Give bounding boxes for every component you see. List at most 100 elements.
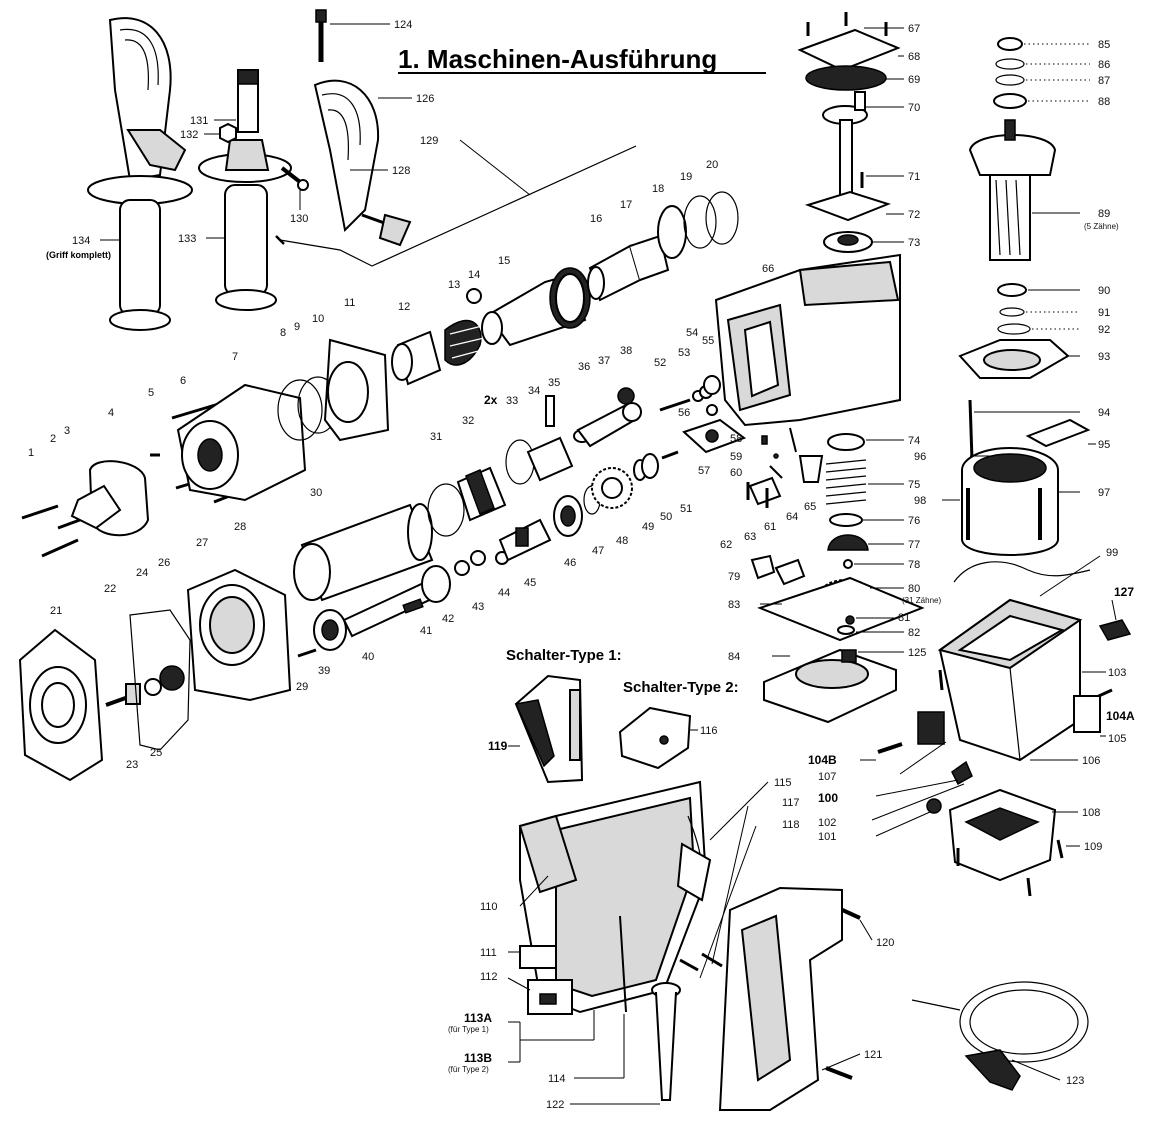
part-label-92: 92 bbox=[1098, 324, 1110, 336]
part-note-113B: (für Type 2) bbox=[448, 1065, 489, 1074]
part-label-63: 63 bbox=[744, 531, 756, 543]
part-label-128: 128 bbox=[392, 165, 410, 177]
part-label-30: 30 bbox=[310, 487, 322, 499]
part-label-39: 39 bbox=[318, 665, 330, 677]
switch-parts: Schalter-Type 1: Schalter-Type 2: bbox=[506, 647, 739, 784]
part-label-4: 4 bbox=[108, 407, 114, 419]
part-label-85: 85 bbox=[1098, 39, 1110, 51]
center-housing bbox=[659, 253, 901, 508]
part-label-41: 41 bbox=[420, 625, 432, 637]
part-label-98: 98 bbox=[914, 495, 926, 507]
part-label-113A: 113A bbox=[464, 1011, 492, 1025]
part-label-90: 90 bbox=[1098, 285, 1110, 297]
part-note-89: (5 Zähne) bbox=[1084, 222, 1119, 231]
part-note-80: (31 Zähne) bbox=[902, 596, 941, 605]
part-label-101: 101 bbox=[818, 831, 836, 843]
part-label-116: 116 bbox=[700, 725, 718, 737]
part-label-49: 49 bbox=[642, 521, 654, 533]
part-label-76: 76 bbox=[908, 515, 920, 527]
part-label-54: 54 bbox=[686, 327, 698, 339]
part-label-115: 115 bbox=[774, 777, 792, 789]
switch-type-2-heading: Schalter-Type 2: bbox=[623, 679, 739, 696]
part-note-134: (Griff komplett) bbox=[46, 250, 111, 260]
part-label-36: 36 bbox=[578, 361, 590, 373]
rear-handle-and-cable bbox=[518, 780, 1089, 1111]
part-label-80: 80 bbox=[908, 583, 920, 595]
part-label-111: 111 bbox=[480, 947, 497, 959]
part-label-107: 107 bbox=[818, 771, 836, 783]
part-label-96: 96 bbox=[914, 451, 926, 463]
part-label-119: 119 bbox=[488, 739, 508, 753]
part-label-56: 56 bbox=[678, 407, 690, 419]
part-label-126: 126 bbox=[416, 93, 434, 105]
part-label-33-qty: 2x bbox=[484, 393, 498, 407]
part-label-112: 112 bbox=[480, 971, 498, 983]
part-label-9: 9 bbox=[294, 321, 300, 333]
part-label-20: 20 bbox=[706, 159, 718, 171]
part-label-70: 70 bbox=[908, 102, 920, 114]
part-label-65: 65 bbox=[804, 501, 816, 513]
part-label-16: 16 bbox=[590, 213, 602, 225]
intermediate-shaft-stack bbox=[750, 12, 925, 724]
part-label-81: 81 bbox=[898, 612, 910, 624]
part-label-97: 97 bbox=[1098, 487, 1110, 499]
part-label-2: 2 bbox=[50, 433, 56, 445]
part-label-21: 21 bbox=[50, 605, 62, 617]
part-label-3: 3 bbox=[64, 425, 70, 437]
part-label-72: 72 bbox=[908, 209, 920, 221]
part-label-58: 58 bbox=[730, 433, 742, 445]
part-label-88: 88 bbox=[1098, 96, 1110, 108]
part-label-67: 67 bbox=[908, 23, 920, 35]
part-label-104A: 104A bbox=[1106, 709, 1135, 723]
part-label-37: 37 bbox=[598, 355, 610, 367]
part-label-125: 125 bbox=[908, 647, 926, 659]
part-label-89: 89 bbox=[1098, 208, 1110, 220]
part-label-110: 110 bbox=[480, 901, 498, 913]
part-label-12: 12 bbox=[398, 301, 410, 313]
part-label-100: 100 bbox=[818, 791, 838, 805]
part-label-57: 57 bbox=[698, 465, 710, 477]
part-label-94: 94 bbox=[1098, 407, 1110, 419]
diagram-title: 1. Maschinen-Ausführung bbox=[398, 44, 717, 74]
part-label-53: 53 bbox=[678, 347, 690, 359]
part-label-22: 22 bbox=[104, 583, 116, 595]
part-label-104B: 104B bbox=[808, 753, 837, 767]
motor-housing bbox=[877, 598, 1132, 897]
part-label-134: 134 bbox=[72, 235, 90, 247]
part-label-75: 75 bbox=[908, 479, 920, 491]
part-label-27: 27 bbox=[196, 537, 208, 549]
part-label-74: 74 bbox=[908, 435, 920, 447]
part-label-105: 105 bbox=[1108, 733, 1126, 745]
part-label-32: 32 bbox=[462, 415, 474, 427]
part-label-7: 7 bbox=[232, 351, 238, 363]
switch-type-1-heading: Schalter-Type 1: bbox=[506, 647, 622, 664]
part-label-62: 62 bbox=[720, 539, 732, 551]
part-label-48: 48 bbox=[616, 535, 628, 547]
part-label-77: 77 bbox=[908, 539, 920, 551]
part-label-133: 133 bbox=[178, 233, 196, 245]
part-label-117: 117 bbox=[782, 797, 800, 809]
part-label-1: 1 bbox=[28, 447, 34, 459]
part-label-83: 83 bbox=[728, 599, 740, 611]
part-label-15: 15 bbox=[498, 255, 510, 267]
part-label-17: 17 bbox=[620, 199, 632, 211]
part-label-102: 102 bbox=[818, 817, 836, 829]
part-label-25: 25 bbox=[150, 747, 162, 759]
part-label-23: 23 bbox=[126, 759, 138, 771]
part-label-93: 93 bbox=[1098, 351, 1110, 363]
part-label-29: 29 bbox=[296, 681, 308, 693]
part-label-118: 118 bbox=[782, 819, 800, 831]
side-handle-group bbox=[87, 9, 637, 331]
part-label-66: 66 bbox=[762, 263, 774, 275]
part-label-45: 45 bbox=[524, 577, 536, 589]
part-label-78: 78 bbox=[908, 559, 920, 571]
part-label-87: 87 bbox=[1098, 75, 1110, 87]
part-label-73: 73 bbox=[908, 237, 920, 249]
part-label-113B: 113B bbox=[464, 1051, 492, 1065]
part-label-68: 68 bbox=[908, 51, 920, 63]
hammer-mechanism bbox=[18, 387, 679, 782]
part-label-121: 121 bbox=[864, 1049, 882, 1061]
part-label-84: 84 bbox=[728, 651, 740, 663]
part-label-103: 103 bbox=[1108, 667, 1126, 679]
